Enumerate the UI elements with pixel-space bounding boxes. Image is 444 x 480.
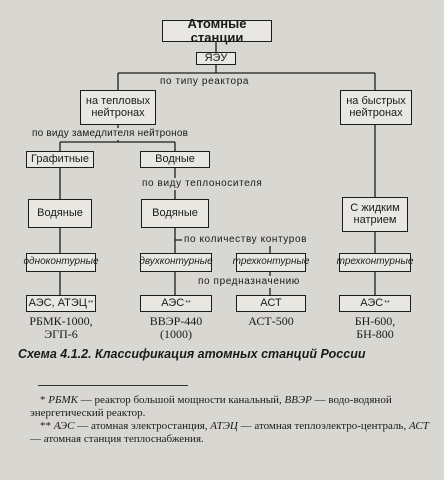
sodium-line-1: С жидким [350, 201, 400, 214]
purpose-box-1: АЭС, АТЭЦ** [26, 295, 96, 312]
criterion-reactor-type: по типу реактора [158, 76, 252, 88]
figure-caption: Схема 4.1.2. Классификация атомных станц… [18, 347, 366, 361]
purpose-sup-4: ** [384, 299, 390, 307]
footnote-2-text-3: — атомная станция теплоснабжения. [30, 433, 204, 445]
purpose-sup-2: ** [185, 299, 191, 307]
thermal-line-1: на тепловых [85, 94, 151, 107]
reactor-group-4: БН-600, БН-800 [334, 315, 416, 341]
reactor-4-line-2: БН-800 [356, 327, 394, 341]
footnote-2: ** АЭС — атомная электростанция, АТЭЦ — … [30, 420, 435, 446]
title-box: Атомные станции [162, 16, 272, 45]
water-coolant-box-2: Водяные [141, 199, 209, 228]
footnote-1-term-2: ВВЭР [284, 394, 312, 406]
reactor-1-line-2: ЭГП-6 [44, 327, 78, 341]
purpose-box-2: АЭС** [140, 295, 212, 312]
reactor-group-3: АСТ-500 [230, 315, 312, 328]
footnote-2-text-2: — атомная теплоэлектро-централь, [237, 420, 409, 432]
triple-loop-text: трехконтурные [232, 256, 310, 268]
fast-neutrons-box: на быстрых нейтронах [340, 90, 412, 125]
water-coolant-text-2: Водяные [152, 206, 198, 219]
reactor-1-line-1: РБМК-1000, [29, 314, 93, 328]
water-coolant-text-1: Водяные [37, 206, 83, 219]
water-moderator-box: Водные [140, 151, 210, 168]
thermal-line-2: нейтронах [91, 106, 145, 119]
footnote-2-term-1: АЭС [53, 420, 75, 432]
graphite-box: Графитные [26, 151, 94, 168]
reactor-2-line-2: (1000) [160, 327, 192, 341]
criterion-purpose: по предназначению [196, 276, 302, 288]
single-loop-box: одноконтурные [23, 253, 99, 272]
thermal-neutrons-box: на тепловых нейтронах [80, 90, 156, 125]
criterion-loops: по количеству контуров [182, 234, 310, 246]
reactor-group-2: ВВЭР-440 (1000) [134, 315, 218, 341]
footnote-separator [38, 385, 188, 386]
footnote-1-text-1: — реактор большой мощности канальный, [77, 394, 285, 406]
footnote-1-term-1: РБМК [48, 394, 78, 406]
purpose-text-4: АЭС [360, 296, 384, 309]
footnote-2-text-1: — атомная электростанция, [74, 420, 211, 432]
root-text: ЯЭУ [204, 51, 228, 64]
footnote-2-term-2: АТЭЦ [210, 420, 238, 432]
criterion-moderator: по виду замедлителя нейтронов [30, 128, 191, 140]
reactor-4-line-1: БН-600, [354, 314, 396, 328]
purpose-text-2: АЭС [161, 296, 185, 309]
water-coolant-box-1: Водяные [28, 199, 92, 228]
reactor-2-line-1: ВВЭР-440 [149, 314, 203, 328]
fast-line-1: на быстрых [346, 94, 406, 107]
reactor-group-1: РБМК-1000, ЭГП-6 [20, 315, 102, 341]
footnote-2-term-3: АСТ [408, 420, 429, 432]
single-loop-text: одноконтурные [23, 256, 99, 268]
sodium-line-2: натрием [353, 213, 397, 226]
footnote-2-mark: ** [40, 420, 51, 432]
purpose-box-4: АЭС** [339, 295, 411, 312]
purpose-text-1: АЭС, АТЭЦ [28, 296, 87, 309]
triple-loop-box: трехконтурные [233, 253, 309, 272]
footnote-1-text-2: — водо-водяной энергетический реактор. [30, 394, 392, 419]
liquid-sodium-box: С жидким натрием [342, 197, 408, 232]
footnote-1: * РБМК — реактор большой мощности каналь… [30, 394, 435, 420]
purpose-box-3: АСТ [236, 295, 306, 312]
footnote-1-mark: * [40, 394, 46, 406]
water-moderator-text: Водные [155, 152, 195, 165]
root-box: ЯЭУ [196, 52, 236, 65]
title-text: Атомные станции [187, 16, 247, 45]
purpose-text-3: АСТ [260, 296, 282, 309]
fast-line-2: нейтронах [349, 106, 403, 119]
graphite-text: Графитные [31, 152, 89, 165]
double-loop-text: двухконтурные [139, 256, 213, 268]
triple-loop-fast-text: трехконтурные [336, 256, 414, 268]
criterion-coolant: по виду теплоносителя [140, 178, 265, 190]
triple-loop-fast-box: трехконтурные [336, 253, 414, 272]
purpose-sup-1: ** [87, 299, 94, 307]
reactor-3-line-1: АСТ-500 [248, 314, 294, 328]
double-loop-box: двухконтурные [139, 253, 213, 272]
